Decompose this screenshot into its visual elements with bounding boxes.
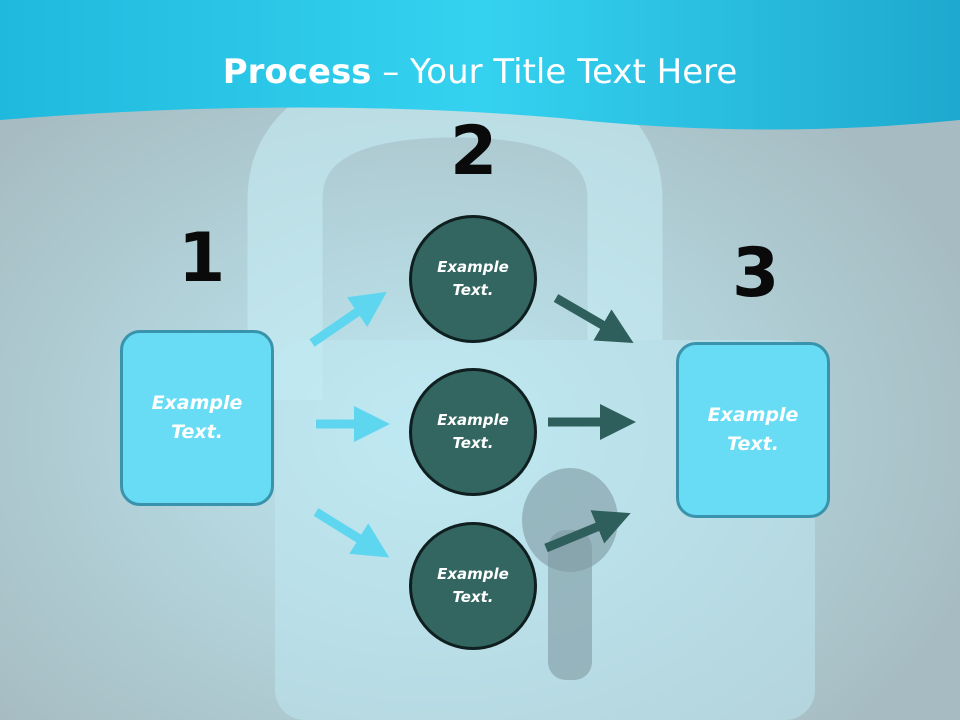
circle-top-text: Example Text. — [437, 258, 509, 299]
step-3-box: Example Text. — [676, 342, 830, 518]
step-2-circle-middle: Example Text. — [409, 368, 537, 496]
step-1-text: Example Text. — [151, 392, 243, 443]
step-1-box: Example Text. — [120, 330, 274, 506]
arrow-bottom-to-right — [544, 510, 631, 553]
step-2-circle-top: Example Text. — [409, 215, 537, 343]
arrow-top-to-right — [553, 294, 634, 344]
arrow-left-to-top — [309, 291, 387, 347]
step-3-text: Example Text. — [707, 404, 799, 455]
step-2-circle-bottom: Example Text. — [409, 522, 537, 650]
step-number-1: 1 — [178, 219, 226, 298]
title-rest: – Your Title Text Here — [371, 52, 738, 92]
title-bold: Process — [222, 52, 372, 92]
slide-title: Process – Your Title Text Here — [0, 52, 960, 92]
step-number-3: 3 — [732, 234, 780, 313]
circle-middle-text: Example Text. — [437, 411, 509, 452]
arrow-left-to-bottom — [313, 508, 390, 558]
step-number-2: 2 — [450, 112, 498, 191]
circle-bottom-text: Example Text. — [437, 565, 509, 606]
